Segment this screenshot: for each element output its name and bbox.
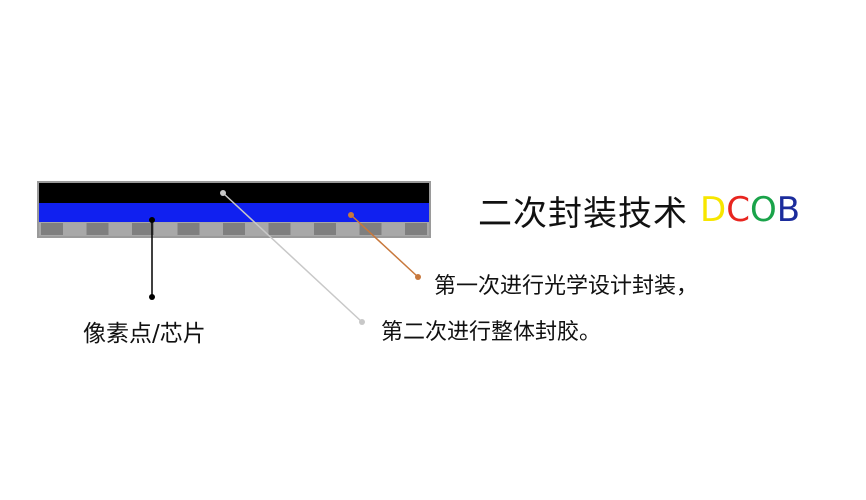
second-encapsulation-layer	[39, 183, 429, 203]
brand-letter: B	[776, 190, 801, 230]
first-encapsulation-callout-dot-top	[348, 212, 354, 218]
pixel-chip-label: 像素点/芯片	[83, 321, 206, 347]
brand-letter: C	[726, 190, 750, 230]
chip-row	[41, 223, 427, 235]
first-encapsulation-layer	[39, 203, 429, 222]
second-encapsulation-callout-dot-top	[220, 190, 226, 196]
pixel-callout-dot-top	[149, 217, 155, 223]
chip	[223, 223, 245, 235]
first-encapsulation-label: 第一次进行光学设计封装，	[434, 274, 699, 299]
brand-letter: D	[700, 190, 727, 230]
chip	[177, 223, 200, 235]
title-text: 二次封装技术	[478, 193, 688, 234]
second-encapsulation-callout-dot-bottom	[359, 319, 365, 325]
chip	[41, 223, 63, 235]
second-encapsulation-label: 第二次进行整体封胶。	[381, 320, 602, 345]
second-encapsulation-callout-line	[222, 192, 363, 323]
chip	[86, 223, 109, 235]
first-encapsulation-callout-line	[350, 214, 419, 278]
chip	[359, 223, 382, 235]
chip	[268, 223, 291, 235]
chip	[405, 223, 427, 235]
pixel-callout-dot-bottom	[149, 294, 155, 300]
first-encapsulation-callout-dot-bottom	[415, 274, 421, 280]
chip	[132, 223, 154, 235]
brand-letter: O	[749, 190, 777, 230]
chip	[314, 223, 336, 235]
